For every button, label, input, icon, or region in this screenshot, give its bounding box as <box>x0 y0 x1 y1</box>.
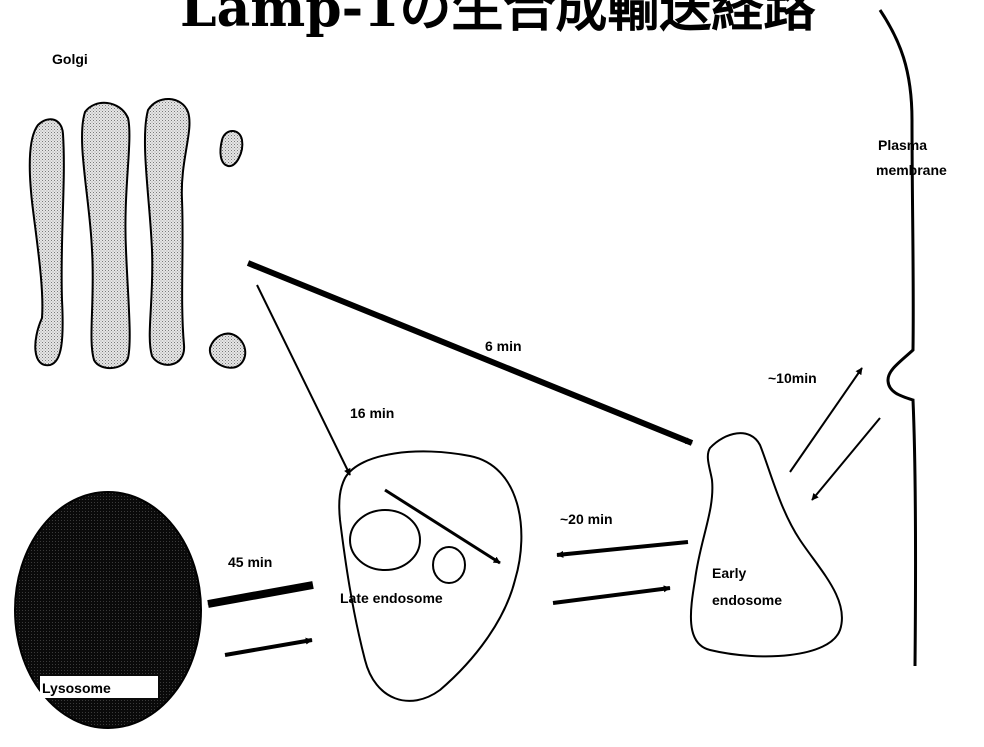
lysosome-label: Lysosome <box>42 680 111 696</box>
arrow-late-to-early-endosome <box>553 588 670 603</box>
late-endosome-membrane <box>339 451 521 700</box>
late-endosome <box>339 451 521 700</box>
late-endosome-vesicle-small <box>433 547 465 583</box>
plasma-membrane <box>880 10 916 666</box>
plasma-membrane-label-line2: membrane <box>876 162 947 178</box>
early-endosome-label-line2: endosome <box>712 592 782 608</box>
time-label-golgi-to-early: 6 min <box>485 338 522 354</box>
diagram-title: Lamp-1の生合成輸送経路 <box>180 0 816 39</box>
arrow-lysosome-to-late-endosome <box>225 640 312 655</box>
early-endosome <box>691 433 842 656</box>
arrow-golgi-to-early-endosome <box>248 263 692 443</box>
golgi-cisterna-2 <box>82 103 130 368</box>
arrow-early-to-late-endosome <box>557 542 688 555</box>
time-label-golgi-to-late: 16 min <box>350 405 394 421</box>
time-label-early-to-late: ~20 min <box>560 511 613 527</box>
time-label-late-to-lysosome: 45 min <box>228 554 272 570</box>
golgi-vesicle-2 <box>210 334 245 368</box>
golgi-vesicle-1 <box>220 131 242 166</box>
golgi-apparatus <box>30 99 246 368</box>
arrow-golgi-to-late-endosome <box>257 285 350 475</box>
golgi-label: Golgi <box>52 51 88 67</box>
golgi-cisterna-1 <box>30 119 64 365</box>
arrow-plasma-membrane-to-early-endosome <box>812 418 880 500</box>
late-endosome-vesicle-large <box>350 510 420 570</box>
arrow-late-endosome-to-lysosome <box>208 585 313 604</box>
time-label-early-to-plasma: ~10min <box>768 370 817 386</box>
golgi-cisterna-3 <box>145 99 190 365</box>
plasma-membrane-label-line1: Plasma <box>878 137 927 153</box>
late-endosome-label: Late endosome <box>340 590 443 606</box>
early-endosome-label-line1: Early <box>712 565 746 581</box>
